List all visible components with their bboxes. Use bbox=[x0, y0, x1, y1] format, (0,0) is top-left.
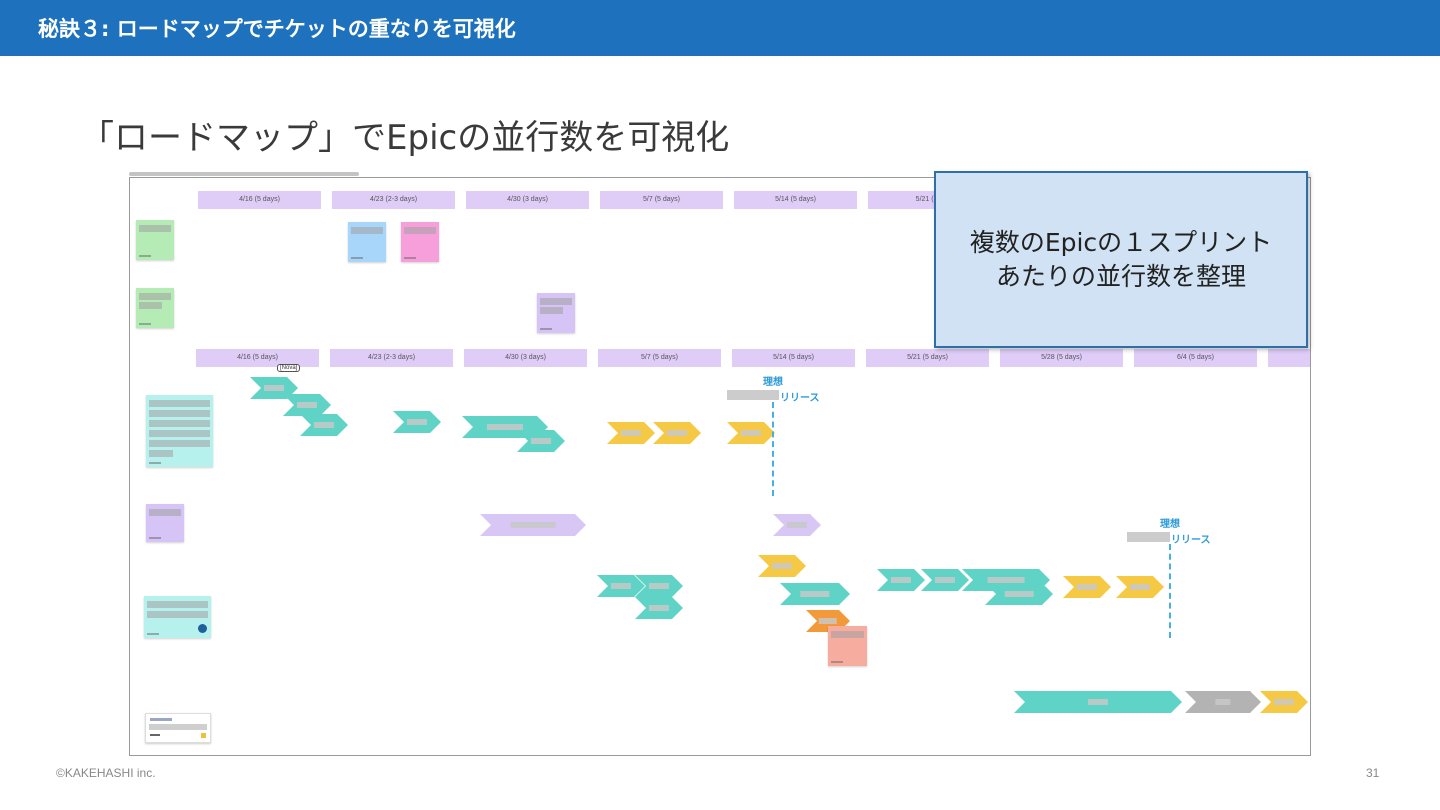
epic-chevron[interactable] bbox=[635, 597, 683, 619]
sticky-note[interactable] bbox=[537, 293, 575, 333]
header-bar: 秘訣３: ロードマップでチケットの重なりを可視化 bbox=[0, 0, 1440, 56]
epic-chevron[interactable] bbox=[597, 575, 645, 597]
top-date-4: 5/7 (5 days) bbox=[600, 191, 723, 209]
bottom-date-1: 4/16 (5 days) bbox=[196, 349, 319, 367]
bottom-date-2: 4/23 (2-3 days) bbox=[330, 349, 453, 367]
epic-chevron[interactable] bbox=[780, 583, 850, 605]
board-scrollbar[interactable] bbox=[129, 172, 359, 176]
ideal-label: 理想 bbox=[763, 377, 783, 388]
legend-card[interactable] bbox=[145, 713, 211, 743]
epic-chevron[interactable] bbox=[758, 555, 806, 577]
ideal-label: 理想 bbox=[1160, 519, 1180, 530]
epic-chevron[interactable] bbox=[1260, 691, 1308, 713]
collaborator-cursor-tag: [Nova] bbox=[277, 364, 301, 372]
top-date-1: 4/16 (5 days) bbox=[198, 191, 321, 209]
epic-chevron[interactable] bbox=[1185, 691, 1261, 713]
bottom-date-6: 5/21 (5 days) bbox=[866, 349, 989, 367]
bottom-date-7: 5/28 (5 days) bbox=[1000, 349, 1123, 367]
epic-chevron[interactable] bbox=[250, 377, 298, 399]
lane-sticky[interactable] bbox=[146, 395, 213, 467]
lane-sticky[interactable] bbox=[146, 504, 184, 542]
bottom-date-8: 6/4 (5 days) bbox=[1134, 349, 1257, 367]
epic-chevron[interactable] bbox=[635, 575, 683, 597]
release-line bbox=[1169, 544, 1171, 638]
top-date-5: 5/14 (5 days) bbox=[734, 191, 857, 209]
sticky-note[interactable] bbox=[401, 222, 439, 262]
top-date-2: 4/23 (2-3 days) bbox=[332, 191, 455, 209]
epic-chevron[interactable] bbox=[607, 422, 655, 444]
callout-line-1: 複数のEpicの１スプリント bbox=[969, 227, 1273, 257]
page-number: 31 bbox=[1366, 766, 1380, 780]
sticky-note[interactable] bbox=[136, 288, 174, 328]
callout-line-2: あたりの並行数を整理 bbox=[995, 261, 1246, 291]
epic-chevron[interactable] bbox=[393, 411, 441, 433]
epic-chevron[interactable] bbox=[480, 514, 586, 536]
epic-chevron[interactable] bbox=[517, 430, 565, 452]
epic-chevron[interactable] bbox=[653, 422, 701, 444]
header-title: 秘訣３: ロードマップでチケットの重なりを可視化 bbox=[38, 17, 516, 41]
epic-chevron[interactable] bbox=[283, 394, 331, 416]
footer-copyright: ©KAKEHASHI inc. bbox=[56, 766, 156, 780]
bottom-date-4: 5/7 (5 days) bbox=[598, 349, 721, 367]
epic-chevron[interactable] bbox=[877, 569, 925, 591]
lane-sticky[interactable] bbox=[144, 596, 211, 638]
slide-title: 「ロードマップ」でEpicの並行数を可視化 bbox=[80, 118, 730, 158]
bottom-date-9 bbox=[1268, 349, 1310, 367]
sticky-note[interactable] bbox=[136, 220, 174, 260]
bottom-date-5: 5/14 (5 days) bbox=[732, 349, 855, 367]
epic-chevron[interactable] bbox=[985, 583, 1053, 605]
bottom-date-3: 4/30 (3 days) bbox=[464, 349, 587, 367]
epic-chevron[interactable] bbox=[1116, 576, 1164, 598]
epic-chevron[interactable] bbox=[1063, 576, 1111, 598]
redacted-text bbox=[1127, 532, 1170, 542]
epic-chevron[interactable] bbox=[773, 514, 821, 536]
epic-chevron[interactable] bbox=[1014, 691, 1182, 713]
redacted-text bbox=[727, 390, 779, 400]
top-date-3: 4/30 (3 days) bbox=[466, 191, 589, 209]
avatar-icon bbox=[198, 624, 207, 633]
release-label: リリース bbox=[1171, 535, 1211, 546]
release-label: リリース bbox=[780, 393, 820, 404]
callout-box: 複数のEpicの１スプリント あたりの並行数を整理 bbox=[934, 171, 1308, 348]
epic-chevron[interactable] bbox=[727, 422, 775, 444]
sticky-note[interactable] bbox=[828, 626, 867, 666]
epic-chevron[interactable] bbox=[921, 569, 969, 591]
release-line bbox=[772, 402, 774, 496]
sticky-note[interactable] bbox=[348, 222, 386, 262]
epic-chevron[interactable] bbox=[300, 414, 348, 436]
